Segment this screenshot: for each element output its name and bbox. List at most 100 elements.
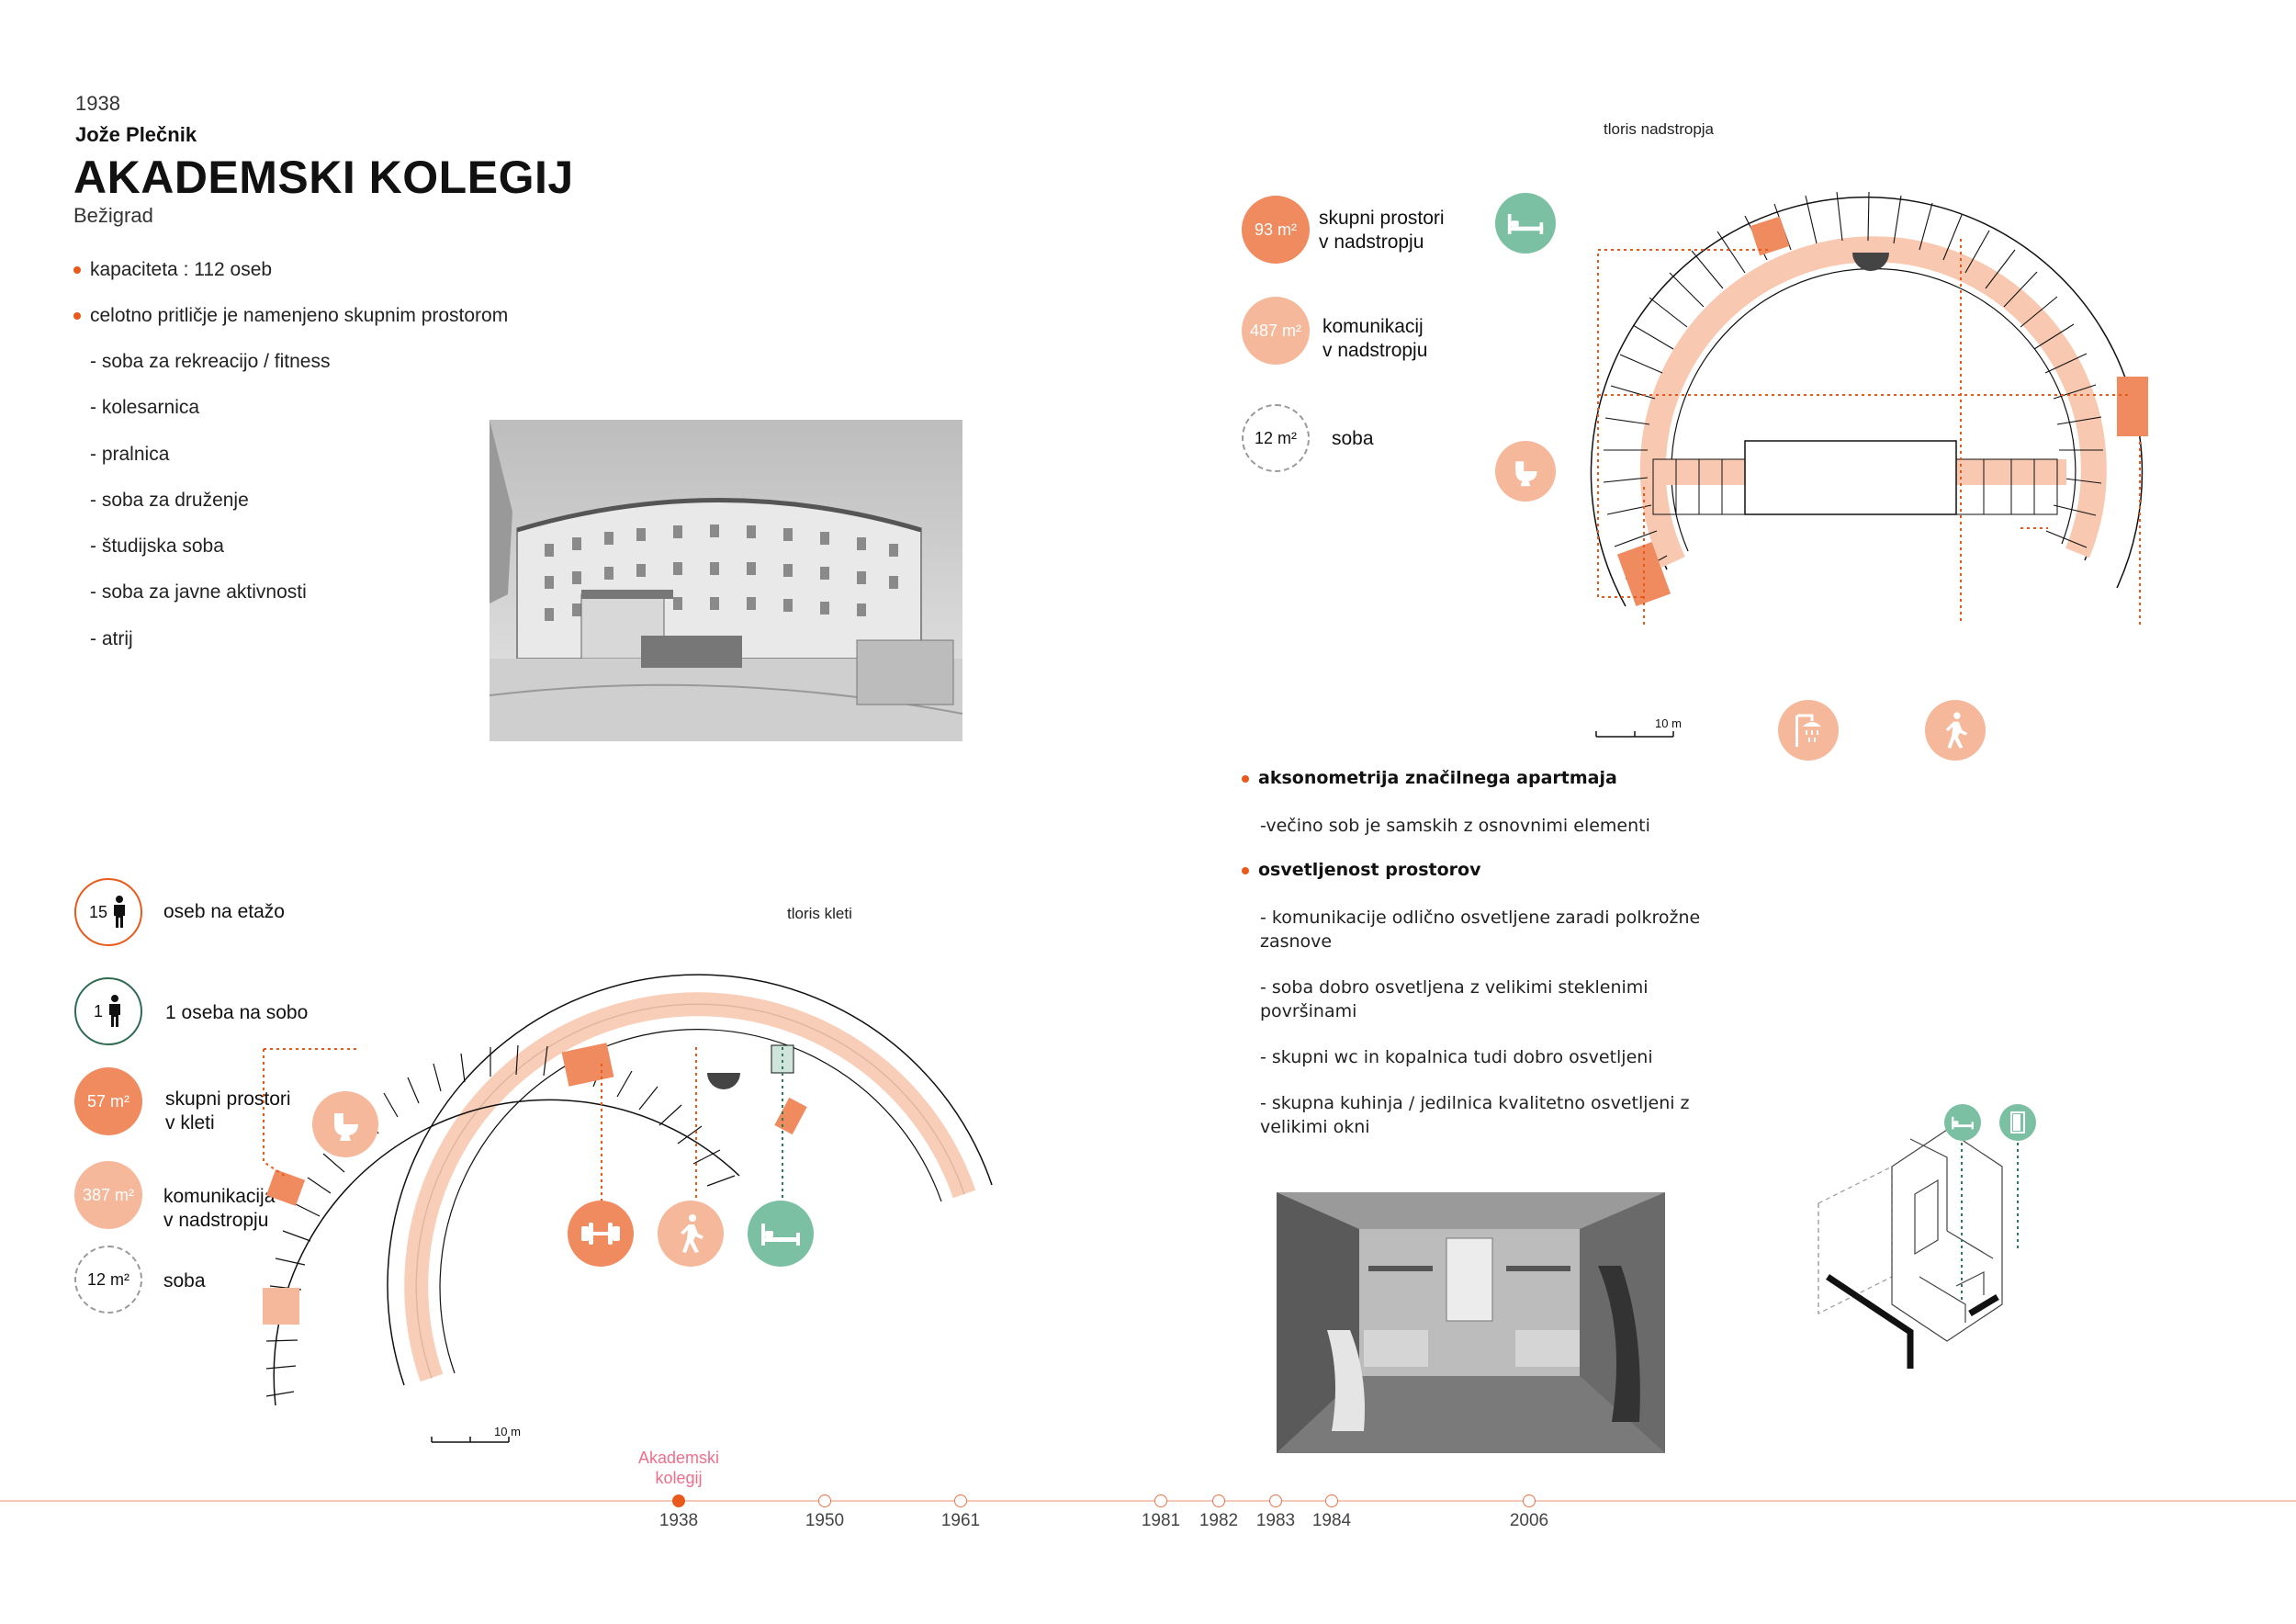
bed-icon	[1495, 193, 1556, 254]
timeline-year[interactable]: 2006	[1509, 1511, 1549, 1530]
lighting-item-1: - komunikacije odlično osvetljene zaradi…	[1260, 906, 1700, 953]
timeline-dot[interactable]	[1269, 1494, 1282, 1507]
room-item: - atrij	[90, 628, 133, 649]
timeline-dot[interactable]	[954, 1494, 967, 1507]
comm-label-line: v nadstropju	[163, 1210, 269, 1231]
common-label-line: v kleti	[165, 1112, 215, 1133]
axonometry-text: -večino sob je samskih z osnovnimi eleme…	[1260, 816, 1650, 836]
room-item: - študijska soba	[90, 536, 224, 557]
persons-floor-label: oseb na etažo	[163, 901, 285, 922]
basement-scale-label: 10 m	[494, 1425, 521, 1438]
timeline-year[interactable]: 1981	[1141, 1511, 1181, 1530]
toilet-icon	[312, 1091, 378, 1157]
common-label-line: skupni prostori	[165, 1088, 291, 1110]
room-area-value: 12 m²	[86, 1269, 129, 1289]
bullet-icon	[1242, 866, 1249, 874]
lighting-item-3: - skupni wc in kopalnica tudi dobro osve…	[1260, 1047, 1653, 1067]
room-area-circle: 12 m²	[74, 1246, 142, 1314]
persons-room-label: 1 oseba na sobo	[165, 1002, 309, 1023]
room-item: - soba za rekreacijo / fitness	[90, 351, 331, 372]
room-item: - soba za druženje	[90, 490, 249, 511]
upper-common-label-line: skupni prostori	[1319, 208, 1445, 229]
persons-floor-number: 15	[88, 902, 108, 921]
upper-plan-label: tloris nadstropja	[1604, 120, 1715, 138]
toilet-icon	[1495, 441, 1556, 502]
page-title: AKADEMSKI KOLEGIJ	[73, 152, 574, 203]
bed-icon	[748, 1201, 814, 1267]
persons-room-number: 1	[93, 1001, 103, 1021]
walking-icon	[658, 1201, 724, 1267]
timeline-dot[interactable]	[818, 1494, 831, 1507]
common-area-circle: 57 m²	[74, 1067, 142, 1135]
bullet-icon	[73, 266, 81, 275]
bullet-icon	[1242, 774, 1249, 783]
timeline-dot-active[interactable]	[672, 1494, 685, 1507]
lighting-line: velikimi okni	[1260, 1117, 1370, 1137]
timeline-year[interactable]: 1984	[1311, 1511, 1352, 1530]
active-label-line: kolegij	[655, 1469, 703, 1487]
timeline-year[interactable]: 1982	[1199, 1511, 1239, 1530]
lighting-line: zasnove	[1260, 931, 1333, 952]
door-icon	[1999, 1104, 2036, 1141]
year: 1938	[75, 92, 120, 115]
upper-common-area-circle: 93 m²	[1242, 196, 1310, 264]
communication-area-circle: 387 m²	[74, 1161, 142, 1229]
timeline-axis	[0, 1500, 2296, 1502]
upper-scale-bar	[1595, 731, 1674, 738]
bed-icon	[1944, 1104, 1981, 1141]
axonometry-heading: aksonometrija značilnega apartmaja	[1242, 768, 1617, 788]
lighting-line: - komunikacije odlično osvetljene zaradi…	[1260, 908, 1701, 928]
lighting-item-4: - skupna kuhinja / jedilnica kvalitetno …	[1260, 1091, 1690, 1139]
lighting-line: površinami	[1260, 1001, 1357, 1021]
upper-comm-label-line: komunikacij	[1322, 316, 1424, 337]
bullet-icon	[73, 312, 81, 321]
capacity-text: kapaciteta : 112 oseb	[90, 259, 273, 280]
timeline-dot[interactable]	[1154, 1494, 1167, 1507]
persons-per-room-icon: 1	[74, 977, 142, 1045]
timeline-dot[interactable]	[1523, 1494, 1536, 1507]
upper-common-area-label: skupni prostori v nadstropju	[1319, 207, 1445, 254]
lighting-line: - soba dobro osvetljena z velikimi stekl…	[1260, 977, 1649, 998]
apartment-axonometry	[1818, 1129, 2019, 1369]
lighting-line: - skupna kuhinja / jedilnica kvalitetno …	[1260, 1093, 1690, 1113]
timeline-year[interactable]: 1961	[940, 1511, 981, 1530]
upper-room-area-circle: 12 m²	[1242, 404, 1310, 472]
upper-scale-label: 10 m	[1655, 716, 1682, 730]
communication-area-value: 387 m²	[82, 1185, 135, 1204]
building-exterior-photo	[490, 420, 962, 741]
timeline-year[interactable]: 1950	[805, 1511, 845, 1530]
room-interior-photo	[1277, 1192, 1665, 1453]
timeline-year[interactable]: 1938	[658, 1511, 699, 1530]
lighting-heading-text: osvetljenost prostorov	[1258, 860, 1481, 880]
timeline-year[interactable]: 1983	[1255, 1511, 1296, 1530]
upper-communication-label: komunikacij v nadstropju	[1322, 315, 1427, 363]
upper-room-area-label: soba	[1332, 428, 1374, 449]
common-area-value: 57 m²	[86, 1091, 129, 1111]
upper-common-area-value: 93 m²	[1254, 220, 1297, 239]
persons-per-floor-icon: 15	[74, 878, 142, 946]
upper-room-area-value: 12 m²	[1254, 428, 1297, 447]
basement-floor-plan	[263, 974, 993, 1406]
common-area-label: skupni prostori v kleti	[165, 1088, 291, 1135]
timeline-dot[interactable]	[1212, 1494, 1225, 1507]
shower-icon	[1778, 700, 1839, 761]
person-icon	[109, 995, 120, 1027]
ground-floor-item: celotno pritličje je namenjeno skupnim p…	[73, 305, 508, 327]
timeline-dot[interactable]	[1325, 1494, 1338, 1507]
active-label-line: Akademski	[637, 1449, 720, 1467]
ground-floor-text: celotno pritličje je namenjeno skupnim p…	[90, 305, 509, 326]
capacity-item: kapaciteta : 112 oseb	[73, 259, 272, 281]
upper-communication-value: 487 m²	[1249, 321, 1302, 340]
lighting-item-2: - soba dobro osvetljena z velikimi stekl…	[1260, 976, 1649, 1023]
person-icon	[114, 896, 126, 928]
communication-area-label: komunikacija v nadstropju	[163, 1185, 275, 1233]
room-item: - kolesarnica	[90, 397, 200, 418]
upper-communication-circle: 487 m²	[1242, 297, 1310, 365]
architect-name: Jože Plečnik	[75, 123, 197, 146]
lighting-heading: osvetljenost prostorov	[1242, 860, 1481, 880]
comm-label-line: komunikacija	[163, 1186, 276, 1207]
dumbbell-icon	[568, 1201, 634, 1267]
room-item: - pralnica	[90, 444, 170, 465]
location: Bežigrad	[73, 204, 153, 227]
axonometry-heading-text: aksonometrija značilnega apartmaja	[1258, 768, 1617, 788]
